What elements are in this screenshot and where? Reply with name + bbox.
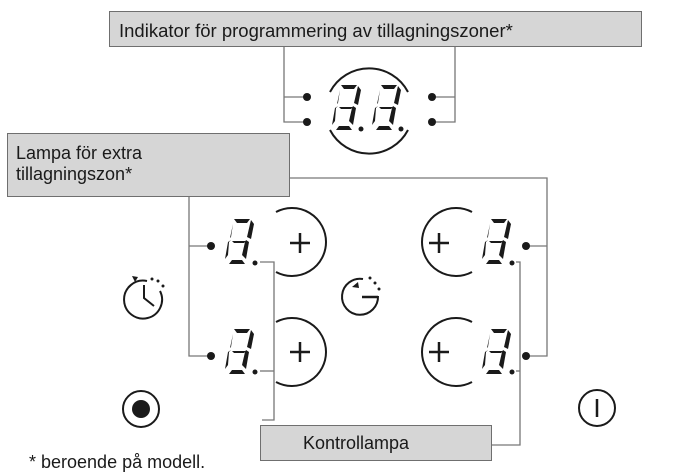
minus-button[interactable] xyxy=(341,276,381,316)
power-button[interactable] xyxy=(578,389,616,427)
zone-display-front-right xyxy=(482,219,530,266)
timer-icon[interactable] xyxy=(123,276,165,320)
plus-button-right-top[interactable] xyxy=(421,207,473,277)
programming-indicator-label: Indikator för programmering av tillagnin… xyxy=(119,20,513,41)
plus-button-left-bottom[interactable] xyxy=(275,317,327,387)
programming-indicator-callout: Indikator för programmering av tillagnin… xyxy=(109,11,642,47)
control-lamp-label: Kontrollampa xyxy=(303,433,410,453)
extra-zone-lamp-label-line2: tillagningszon* xyxy=(16,164,133,184)
connector-lines xyxy=(188,47,548,446)
zone-display-rear-left xyxy=(207,329,258,375)
lock-button[interactable] xyxy=(122,390,160,428)
zone-display-front-left xyxy=(207,219,258,266)
model-footnote: * beroende på modell. xyxy=(29,452,206,472)
extra-zone-lamp-callout: Lampa för extra tillagningszon* xyxy=(7,133,290,197)
zone-display-rear-right xyxy=(482,329,530,375)
extra-zone-lamp-label-line1: Lampa för extra xyxy=(16,143,143,163)
programming-indicator-display xyxy=(303,67,436,155)
plus-button-right-bottom[interactable] xyxy=(421,317,473,387)
plus-button-left-top[interactable] xyxy=(275,207,327,277)
control-lamp-callout: Kontrollampa xyxy=(260,425,492,461)
